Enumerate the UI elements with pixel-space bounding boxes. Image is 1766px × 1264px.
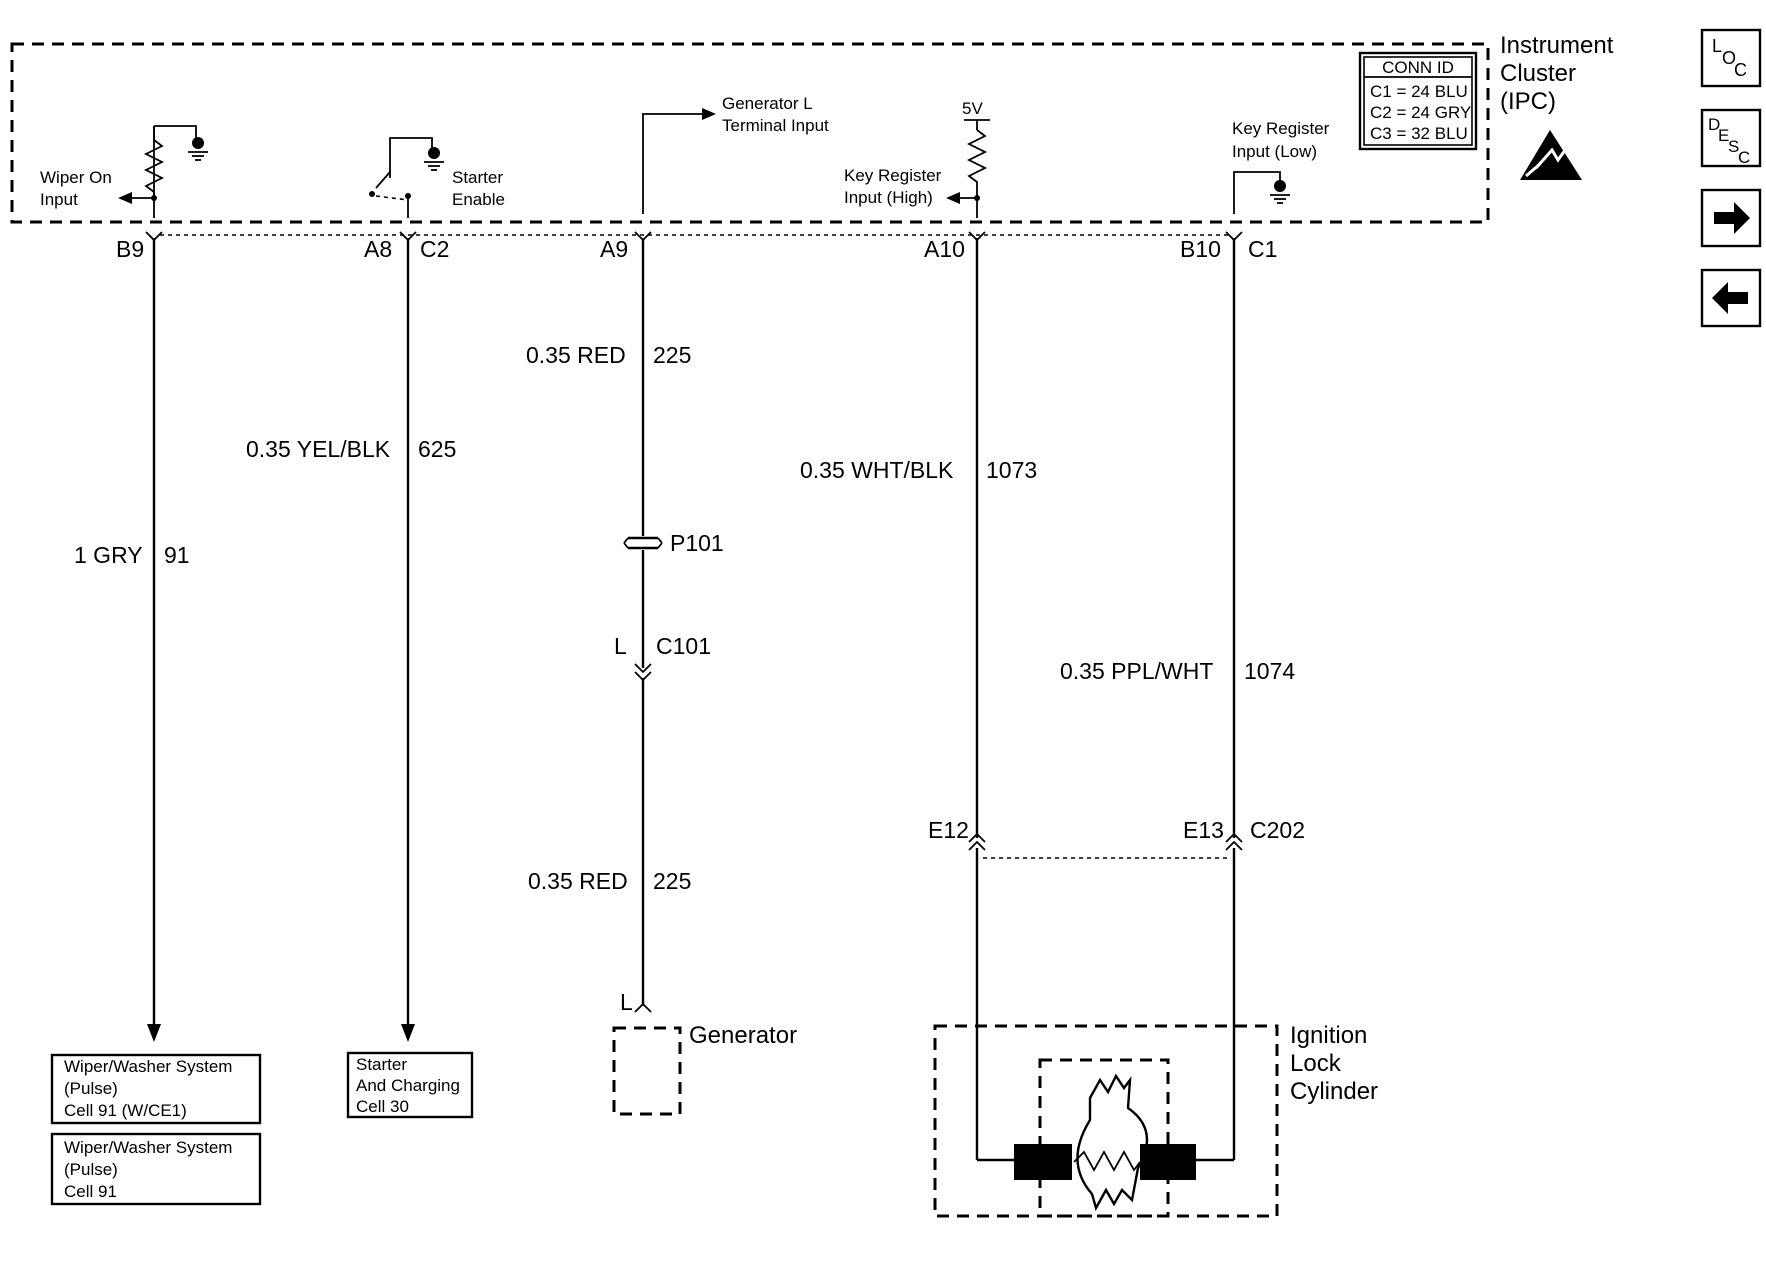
generator-component: Generator xyxy=(612,1022,797,1116)
wiper-on-input-label-2: Input xyxy=(40,190,78,209)
instrument-cluster-module: Instrument Cluster (IPC) CONN ID C1 = 24… xyxy=(10,32,1614,224)
generator-terminal-input-circuit: Generator L Terminal Input xyxy=(642,94,829,214)
wiper-on-input-label-1: Wiper On xyxy=(40,168,112,187)
wire-225-bottom-color: 0.35 RED xyxy=(528,868,628,894)
previous-button[interactable] xyxy=(1700,268,1762,328)
wire-625-circuit: 625 xyxy=(418,436,456,462)
key-low-label-1: Key Register xyxy=(1232,119,1330,138)
wire-1073-color: 0.35 WHT/BLK xyxy=(800,457,954,483)
wire-625: A8 C2 0.35 YEL/BLK 625 xyxy=(246,231,456,1042)
location-button-c: C xyxy=(1734,60,1747,80)
pin-b10: B10 xyxy=(1180,236,1221,262)
ref-wiper-ce1-line1: Wiper/Washer System xyxy=(64,1057,232,1076)
ipc-label-line2: Cluster xyxy=(1500,60,1576,87)
wire-1074-color: 0.35 PPL/WHT xyxy=(1060,658,1213,684)
pin-a10: A10 xyxy=(924,236,965,262)
location-button-o: O xyxy=(1722,48,1736,68)
wiper-on-input-circuit: Wiper On Input xyxy=(40,125,208,218)
wire-1074-circuit: 1074 xyxy=(1244,658,1295,684)
c101-pin-label: L xyxy=(614,633,627,659)
starter-enable-circuit: Starter Enable xyxy=(369,137,505,218)
ref-wiper-line2: (Pulse) xyxy=(64,1160,118,1179)
reference-wiper-washer-ce1[interactable]: Wiper/Washer System (Pulse) Cell 91 (W/C… xyxy=(50,1053,262,1125)
ref-wiper-ce1-line2: (Pulse) xyxy=(64,1079,118,1098)
wire-91-color: 1 GRY xyxy=(74,542,143,568)
arrow-right-icon xyxy=(1714,202,1750,234)
wire-225: A9 0.35 RED 225 P101 L C101 0.35 RED 225… xyxy=(526,231,724,1015)
ipc-label-line3: (IPC) xyxy=(1500,88,1556,115)
key-register-low-circuit: Key Register Input (Low) xyxy=(1232,119,1330,214)
ref-wiper-line1: Wiper/Washer System xyxy=(64,1138,232,1157)
ignition-lock-cylinder: Ignition Lock Cylinder xyxy=(933,1022,1378,1218)
generator-input-label-1: Generator L xyxy=(722,94,813,113)
ipc-outline xyxy=(10,42,1490,224)
description-button-e: E xyxy=(1718,126,1729,145)
wire-225-top-color: 0.35 RED xyxy=(526,342,626,368)
pin-b9: B9 xyxy=(116,236,144,262)
arrow-left-icon xyxy=(1712,282,1748,314)
ignition-label-1: Ignition xyxy=(1290,1022,1367,1049)
ref-wiper-ce1-line3: Cell 91 (W/CE1) xyxy=(64,1101,187,1120)
location-button-l: L xyxy=(1712,36,1722,56)
generator-pin-label: L xyxy=(620,989,633,1015)
esd-warning-icon xyxy=(1520,130,1582,180)
reference-starter-charging[interactable]: Starter And Charging Cell 30 xyxy=(346,1051,474,1119)
supply-5v-label: 5V xyxy=(962,99,983,118)
key-register-high-circuit: 5V Key Register Input (High) xyxy=(844,99,990,218)
key-low-label-2: Input (Low) xyxy=(1232,142,1317,161)
ground-icon xyxy=(424,147,444,171)
location-button[interactable]: L O C xyxy=(1700,28,1762,88)
conn-id-row-c3: C3 = 32 BLU xyxy=(1370,124,1468,143)
ref-starter-line3: Cell 30 xyxy=(356,1097,409,1116)
conn-id-title: CONN ID xyxy=(1382,58,1454,77)
ref-starter-line2: And Charging xyxy=(356,1076,460,1095)
ignition-label-2: Lock xyxy=(1290,1050,1342,1077)
ref-starter-line1: Starter xyxy=(356,1055,407,1074)
reference-wiper-washer[interactable]: Wiper/Washer System (Pulse) Cell 91 xyxy=(50,1132,262,1206)
wire-1073-circuit: 1073 xyxy=(986,457,1037,483)
wire-91-circuit: 91 xyxy=(164,542,190,568)
wire-91: B9 1 GRY 91 xyxy=(74,231,190,1042)
pin-c1: C1 xyxy=(1248,236,1277,262)
ground-icon xyxy=(1270,180,1290,204)
ground-icon xyxy=(188,137,208,161)
conn-id-row-c1: C1 = 24 BLU xyxy=(1370,82,1468,101)
wire-1073: A10 0.35 WHT/BLK 1073 E12 xyxy=(800,231,1037,1162)
pin-a9: A9 xyxy=(600,236,628,262)
c202-label: C202 xyxy=(1250,817,1305,843)
description-button-s: S xyxy=(1728,137,1739,156)
ref-wiper-line3: Cell 91 xyxy=(64,1182,117,1201)
key-high-label-2: Input (High) xyxy=(844,188,933,207)
key-high-label-1: Key Register xyxy=(844,166,942,185)
generator-label: Generator xyxy=(689,1022,797,1049)
p101-label: P101 xyxy=(670,530,724,556)
starter-enable-label-2: Enable xyxy=(452,190,505,209)
pin-c2: C2 xyxy=(420,236,449,262)
description-button-d: D xyxy=(1708,115,1720,134)
ignition-label-3: Cylinder xyxy=(1290,1078,1378,1105)
starter-enable-label-1: Starter xyxy=(452,168,503,187)
description-button[interactable]: D E S C xyxy=(1700,108,1762,168)
c101-label: C101 xyxy=(656,633,711,659)
conn-id-row-c2: C2 = 24 GRY xyxy=(1370,103,1471,122)
generator-input-label-2: Terminal Input xyxy=(722,116,829,135)
p101-pass-through-icon xyxy=(623,536,663,550)
wire-625-color: 0.35 YEL/BLK xyxy=(246,436,391,462)
wire-1074: B10 C1 0.35 PPL/WHT 1074 E13 C202 xyxy=(1060,231,1305,1162)
pin-e12: E12 xyxy=(928,817,969,843)
description-button-c: C xyxy=(1738,148,1750,167)
next-button[interactable] xyxy=(1700,188,1762,248)
wire-225-bottom-circuit: 225 xyxy=(653,868,691,894)
pin-e13: E13 xyxy=(1183,817,1224,843)
wire-225-top-circuit: 225 xyxy=(653,342,691,368)
ipc-label-line1: Instrument xyxy=(1500,32,1614,59)
pin-a8: A8 xyxy=(364,236,392,262)
conn-id-table: CONN ID C1 = 24 BLU C2 = 24 GRY C3 = 32 … xyxy=(1358,51,1478,151)
